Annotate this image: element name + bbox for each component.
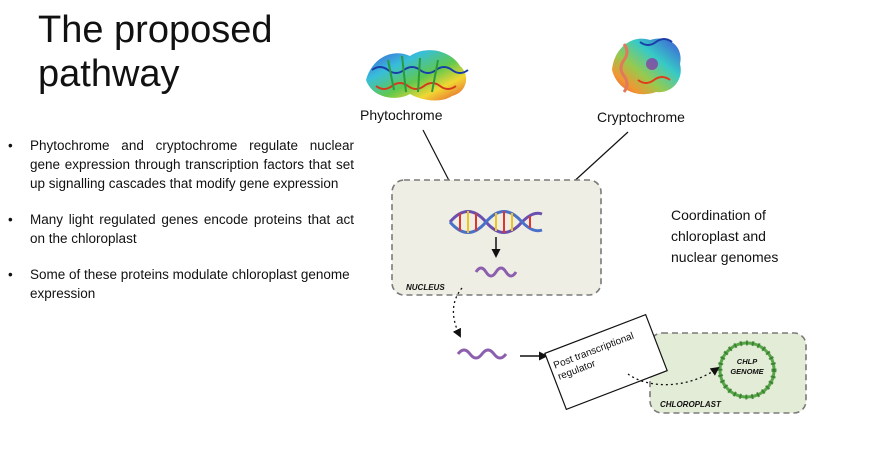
chloroplast-genome-ring-icon: [717, 340, 777, 400]
genome-label-line-2: GENOME: [730, 367, 764, 376]
cytoplasmic-mrna-icon: [456, 348, 508, 360]
coordination-line-2: chloroplast and: [671, 228, 766, 244]
coordination-line-1: Coordination of: [671, 207, 766, 223]
phytochrome-structure-image: [366, 50, 469, 101]
phytochrome-label: Phytochrome: [360, 107, 443, 123]
coordination-line-3: nuclear genomes: [671, 249, 779, 265]
bullet-item: Many light regulated genes encode protei…: [8, 210, 354, 248]
cryptochrome-structure-image: [612, 38, 681, 95]
title-line-1: The proposed: [38, 9, 273, 51]
nucleus-label: NUCLEUS: [406, 283, 445, 292]
coordination-caption: Coordination of chloroplast and nuclear …: [671, 205, 831, 268]
bullet-list: Phytochrome and cryptochrome regulate nu…: [8, 136, 354, 303]
genome-label-line-1: CHLP: [737, 357, 758, 366]
mrna-export-arrow: [452, 287, 463, 338]
bullet-item: Some of these proteins modulate chloropl…: [8, 265, 354, 303]
title-line-2: pathway: [38, 53, 180, 95]
dna-helix-icon: [448, 210, 543, 234]
post-transcriptional-regulator-box: Post transcriptional regulator: [544, 313, 668, 411]
bullet-item: Phytochrome and cryptochrome regulate nu…: [8, 136, 354, 193]
chloroplast-label: CHLOROPLAST: [660, 400, 722, 409]
slide-title: The proposed pathway: [38, 8, 338, 96]
cryptochrome-label: Cryptochrome: [597, 109, 685, 125]
nuclear-mrna-icon: [474, 266, 518, 278]
